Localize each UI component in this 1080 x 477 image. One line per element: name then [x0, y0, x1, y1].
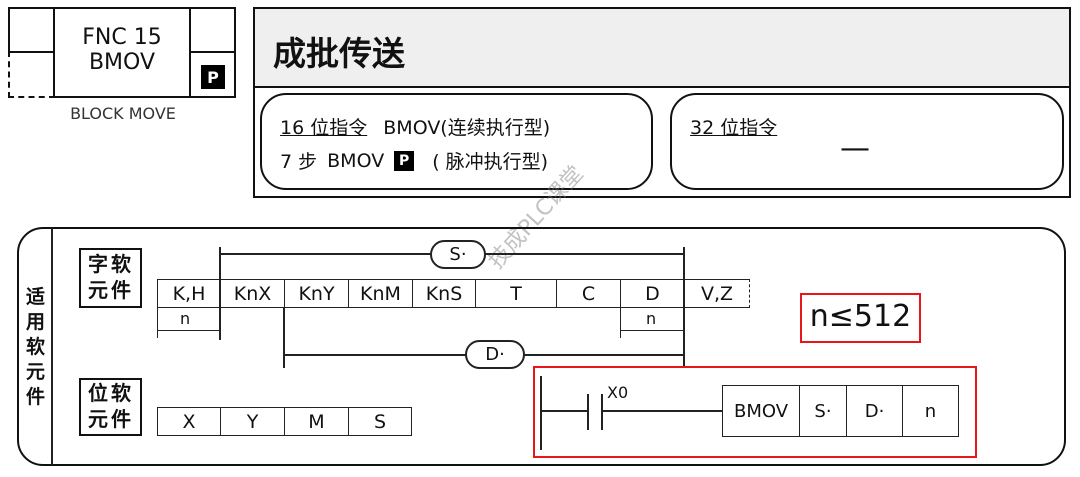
ladder-cell-dest: D·	[846, 385, 903, 437]
source-label: S·	[430, 240, 486, 269]
bit-cell: X	[157, 407, 221, 436]
limit-box	[800, 293, 921, 343]
word-cell: K,H	[157, 279, 221, 308]
page-title: 成批传送	[273, 34, 405, 73]
bit16-pulse-mnemonic: BMOV	[327, 149, 385, 172]
devices-frame	[17, 227, 1066, 466]
word-cell: KnX	[220, 279, 285, 308]
bit32-value: —	[840, 131, 870, 166]
ladder-cell-n: n	[902, 385, 959, 437]
fnc-caption: BLOCK MOVE	[70, 104, 176, 123]
bit16-pulse-desc: ( 脉冲执行型)	[432, 151, 549, 173]
word-cell: V,Z	[684, 279, 750, 308]
contact-icon	[587, 394, 589, 430]
word-devices-label: 字软元件	[88, 252, 134, 302]
word-cell: KnS	[412, 279, 476, 308]
bit-devices-label: 位软元件	[88, 381, 134, 431]
dest-label: D·	[465, 340, 525, 369]
word-devices-label-box	[79, 248, 142, 308]
n-left-label: n	[180, 309, 191, 328]
word-cell: D	[620, 279, 685, 308]
bit16-steps: 7 步	[280, 151, 318, 173]
word-cell: KnY	[284, 279, 349, 308]
bit16-box: 16 位指令 BMOV(连续执行型) 7 步 BMOV P ( 脉冲执行型)	[260, 93, 653, 190]
word-cell: T	[475, 279, 557, 308]
bit-cell: S	[348, 407, 412, 436]
n-right-label: n	[646, 309, 657, 328]
bit-cell: M	[284, 407, 349, 436]
pulse-badge: P	[394, 150, 415, 171]
word-cell: KnM	[348, 279, 413, 308]
word-cell: C	[556, 279, 621, 308]
fnc-mnemonic: BMOV	[88, 50, 156, 75]
devices-side-label: 适用软元件	[26, 286, 46, 408]
ladder-box	[533, 366, 977, 458]
limit-text: n≤512	[809, 299, 912, 334]
left-power-rail	[540, 376, 542, 450]
bit32-box: 32 位指令 —	[670, 93, 1064, 190]
contact-label: X0	[607, 383, 629, 402]
title-box: 成批传送	[253, 7, 1071, 198]
bit16-label: 16 位指令	[280, 117, 368, 139]
bit-devices-label-box	[79, 378, 142, 436]
ladder-cell-instruction: BMOV	[722, 385, 800, 437]
bit-cell: Y	[220, 407, 285, 436]
fnc-box: FNC 15 BMOV P	[8, 7, 236, 98]
bit16-mnemonic: BMOV(连续执行型)	[383, 117, 551, 139]
fnc-number: FNC 15	[82, 25, 162, 50]
bit32-label: 32 位指令	[690, 117, 778, 139]
ladder-cell-source: S·	[799, 385, 847, 437]
pulse-badge: P	[201, 65, 225, 89]
